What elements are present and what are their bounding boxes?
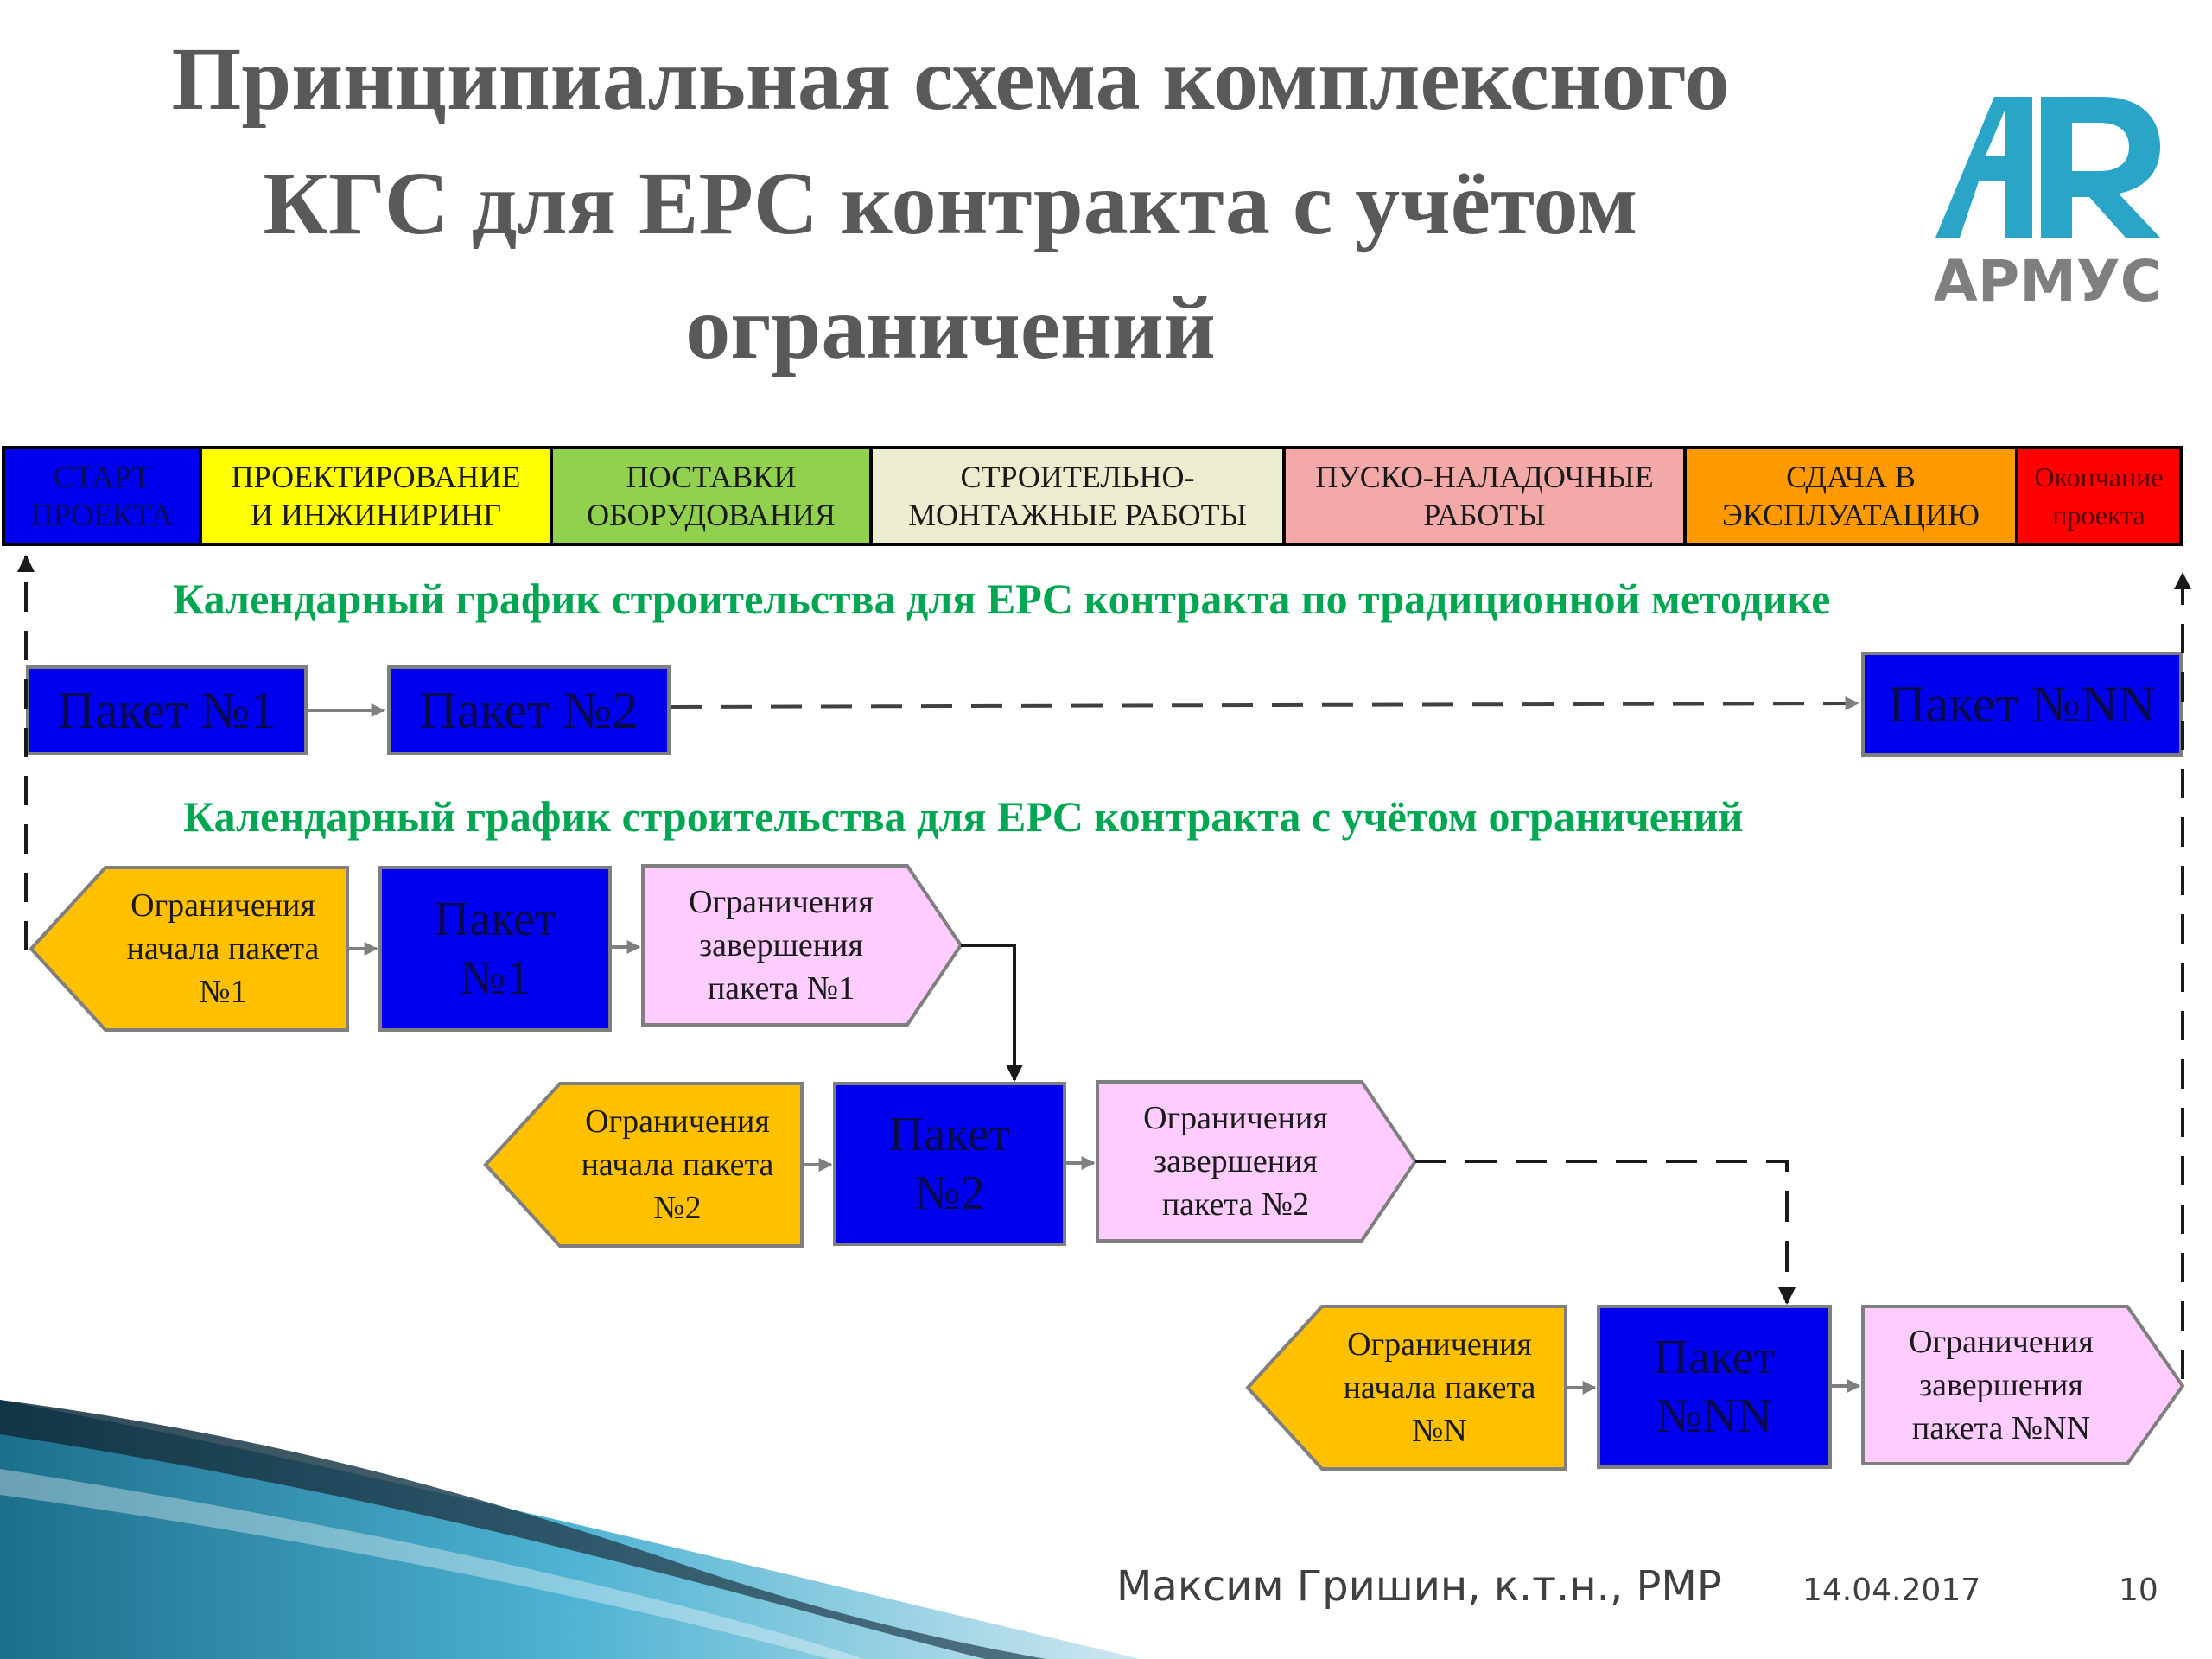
phase-label: СТАРТ ПРОЕКТА: [30, 460, 174, 532]
phase-start: СТАРТ ПРОЕКТА: [5, 449, 202, 543]
constrained-section-label: Календарный график строительства для EPC…: [183, 792, 1744, 841]
arrow-r2-to-r3: [1415, 1160, 1796, 1305]
arrow-traditional-2-nn: [670, 696, 1859, 711]
phase-label: СТРОИТЕЛЬНО- МОНТАЖНЫЕ РАБОТЫ: [907, 460, 1248, 532]
title-line-3: ограничений: [685, 278, 1216, 378]
phase-construction: СТРОИТЕЛЬНО- МОНТАЖНЫЕ РАБОТЫ: [873, 449, 1286, 543]
title-line-2: КГС для EPC контракта с учётом: [263, 154, 1638, 253]
page-title: Принципиальная схема комплексного КГС дл…: [52, 17, 1849, 391]
traditional-package-2: Пакет №2: [387, 665, 671, 755]
phase-design: ПРОЕКТИРОВАНИЕ И ИНЖИНИРИНГ: [202, 449, 553, 543]
start-constraint-2-label: Ограничения начала пакета №2: [581, 1103, 774, 1226]
finish-constraint-2-label: Ограничения завершения пакета №2: [1143, 1100, 1328, 1223]
phase-label: ПРОЕКТИРОВАНИЕ И ИНЖИНИРИНГ: [231, 460, 521, 532]
finish-constraint-1-label: Ограничения завершения пакета №1: [689, 884, 874, 1007]
arrow-r1-to-r2: [961, 944, 1023, 1082]
finish-constraint-nn-label: Ограничения завершения пакета №NN: [1909, 1324, 2094, 1446]
finish-constraint-2: [1096, 1080, 1418, 1243]
footer-date: 14.04.2017: [1802, 1573, 1981, 1608]
footer-author: Максим Гришин, к.т.н., PMP: [1116, 1562, 1722, 1611]
finish-constraint-1: [641, 864, 963, 1027]
package-2-box: [833, 1082, 1066, 1246]
phase-end: Окончание проекта: [2018, 449, 2179, 543]
phase-label: ПУСКО-НАЛАДОЧНЫЕ РАБОТЫ: [1315, 460, 1654, 532]
package-1-box: [378, 866, 612, 1032]
project-phases-bar: СТАРТ ПРОЕКТА ПРОЕКТИРОВАНИЕ И ИНЖИНИРИН…: [2, 446, 2183, 546]
traditional-section-label: Календарный график строительства для EPC…: [173, 575, 1831, 623]
company-logo: АРМУС: [1918, 86, 2177, 315]
finish-constraint-nn: [1861, 1305, 2185, 1465]
traditional-package-1: Пакет №1: [26, 665, 308, 755]
phase-supply: ПОСТАВКИ ОБОРУДОВАНИЯ: [553, 449, 873, 543]
phase-label: СДАЧА В ЭКСПЛУАТАЦИЮ: [1722, 460, 1980, 532]
package-1-label: Пакет №1: [434, 893, 556, 1005]
package-2-label: Пакет №2: [888, 1108, 1011, 1220]
footer-page-number: 10: [2119, 1573, 2158, 1608]
phase-handover: СДАЧА В ЭКСПЛУАТАЦИЮ: [1687, 449, 2018, 543]
start-constraint-n-label: Ограничения начала пакета №N: [1343, 1326, 1536, 1449]
title-line-1: Принципиальная схема комплексного: [171, 29, 1730, 129]
phase-commissioning: ПУСКО-НАЛАДОЧНЫЕ РАБОТЫ: [1286, 449, 1687, 543]
logo-text: АРМУС: [1934, 248, 2162, 311]
start-constraint-1-label: Ограничения начала пакета №1: [126, 887, 320, 1010]
phase-label: Окончание проекта: [2034, 461, 2164, 531]
phase-label: ПОСТАВКИ ОБОРУДОВАНИЯ: [587, 460, 836, 532]
armus-logo-icon: АРМУС: [1934, 97, 2162, 315]
package-nn-label: Пакет №NN: [1653, 1331, 1776, 1443]
traditional-package-nn: Пакет №NN: [1861, 652, 2183, 757]
